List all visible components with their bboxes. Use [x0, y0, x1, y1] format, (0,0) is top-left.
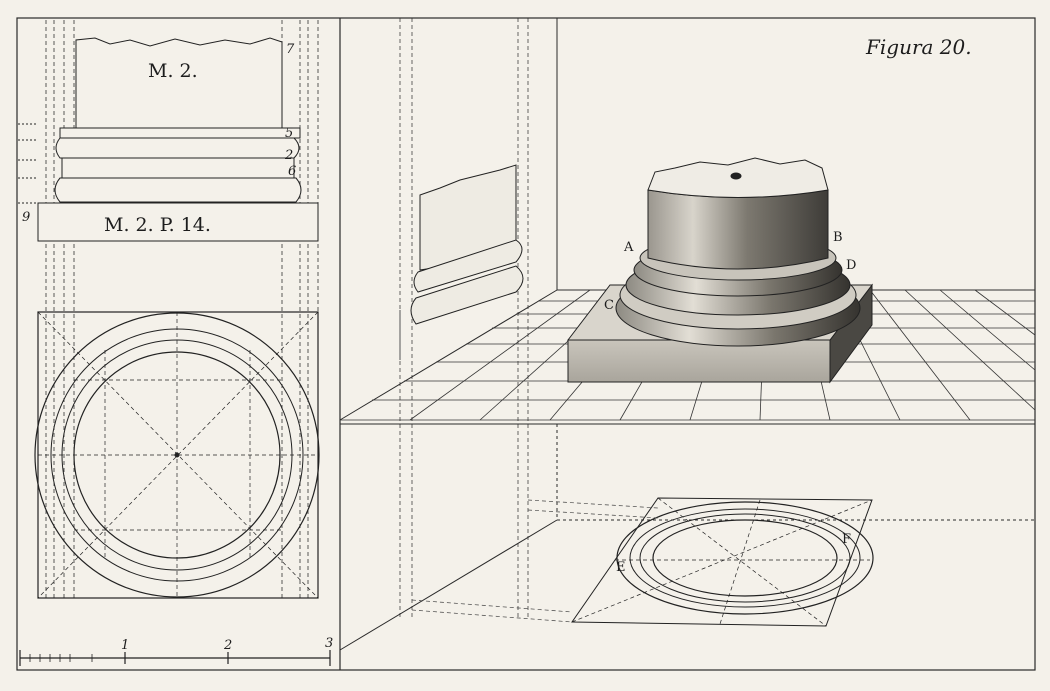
point-b-label: B	[833, 230, 843, 245]
scale-mark-1: 1	[121, 638, 130, 653]
figure-title: Figura 20.	[866, 35, 972, 59]
point-c-label: C	[604, 298, 614, 313]
base-plan	[34, 311, 320, 599]
perspective-plan	[571, 497, 874, 627]
right-number-1: 5	[285, 126, 294, 141]
point-a-label: A	[624, 240, 634, 255]
top-number: 7	[286, 42, 295, 57]
projection-lines	[411, 499, 659, 623]
point-d-label: D	[846, 258, 857, 273]
upper-module-label: M. 2.	[148, 60, 198, 82]
right-number-3: 6	[288, 164, 297, 179]
column-elevation	[18, 37, 319, 242]
lower-module-label: M. 2. P. 14.	[104, 214, 211, 236]
column-base	[615, 157, 861, 347]
scale-bar-lines	[19, 650, 331, 666]
wall-column-profile	[399, 164, 524, 360]
scale-mark-2: 2	[224, 638, 233, 653]
point-e-label: E	[616, 560, 626, 575]
right-number-2: 2	[285, 148, 294, 163]
point-f-label: F	[842, 532, 852, 547]
scale-mark-3: 3	[325, 636, 334, 651]
left-number-1: 9	[22, 210, 31, 225]
